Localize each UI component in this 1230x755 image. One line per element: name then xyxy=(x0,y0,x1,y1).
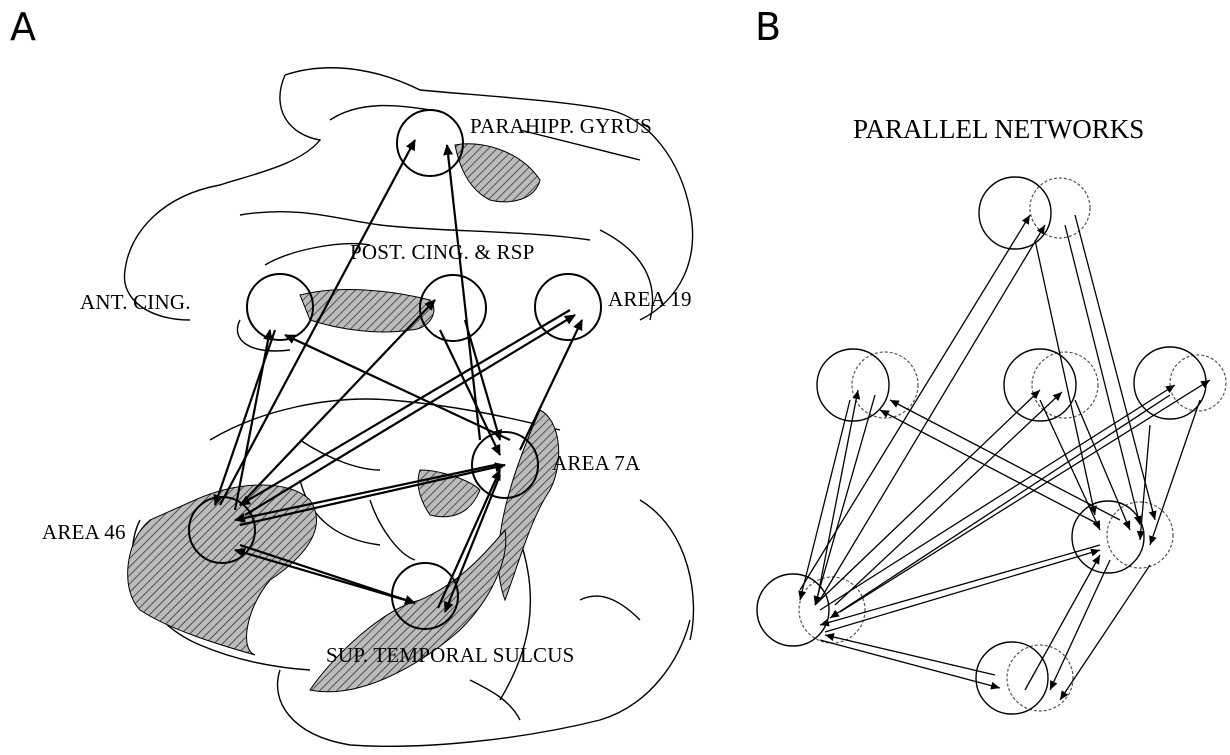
node-area19 xyxy=(535,274,601,340)
label-sup-temporal-sulcus: SUP. TEMPORAL SULCUS xyxy=(326,645,574,666)
node-postcing xyxy=(420,275,486,341)
panel-b-title: PARALLEL NETWORKS xyxy=(853,116,1144,143)
node-area46 xyxy=(189,497,255,563)
node-parahipp xyxy=(397,110,463,176)
panel-b-edges xyxy=(800,215,1210,700)
node-antcing xyxy=(247,274,313,340)
label-parahipp-gyrus: PARAHIPP. GYRUS xyxy=(470,116,652,137)
label-area-19: AREA 19 xyxy=(608,289,692,310)
label-area-46: AREA 46 xyxy=(42,522,126,543)
label-ant-cing: ANT. CING. xyxy=(80,292,191,313)
panel-b-shadow-nodes xyxy=(799,178,1226,711)
node-area7a xyxy=(472,432,538,498)
label-area-7a: AREA 7A xyxy=(552,453,640,474)
label-post-cing: POST. CING. & RSP xyxy=(350,242,534,263)
node-sts xyxy=(392,563,458,629)
